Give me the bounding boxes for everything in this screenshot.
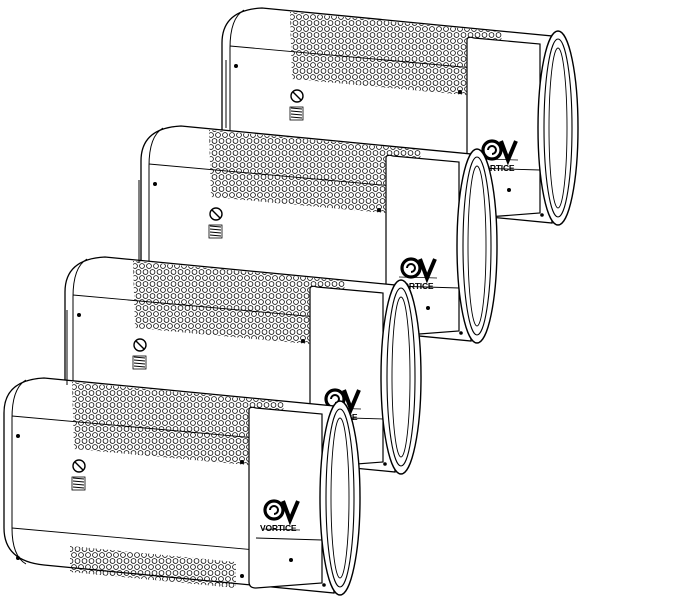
brand-label: VORTICE	[397, 281, 434, 291]
brand-label: VORTICE	[478, 163, 515, 173]
vortice-logo-icon	[400, 257, 437, 284]
heater-unit-2: VORTICE	[140, 125, 498, 344]
heater-unit-1: VORTICE	[221, 7, 579, 226]
vortice-logo-icon	[481, 139, 518, 166]
vortice-logo-icon	[263, 499, 300, 526]
brand-label: VORTICE	[260, 523, 297, 533]
heater-unit-4: VORTICE	[3, 377, 361, 596]
